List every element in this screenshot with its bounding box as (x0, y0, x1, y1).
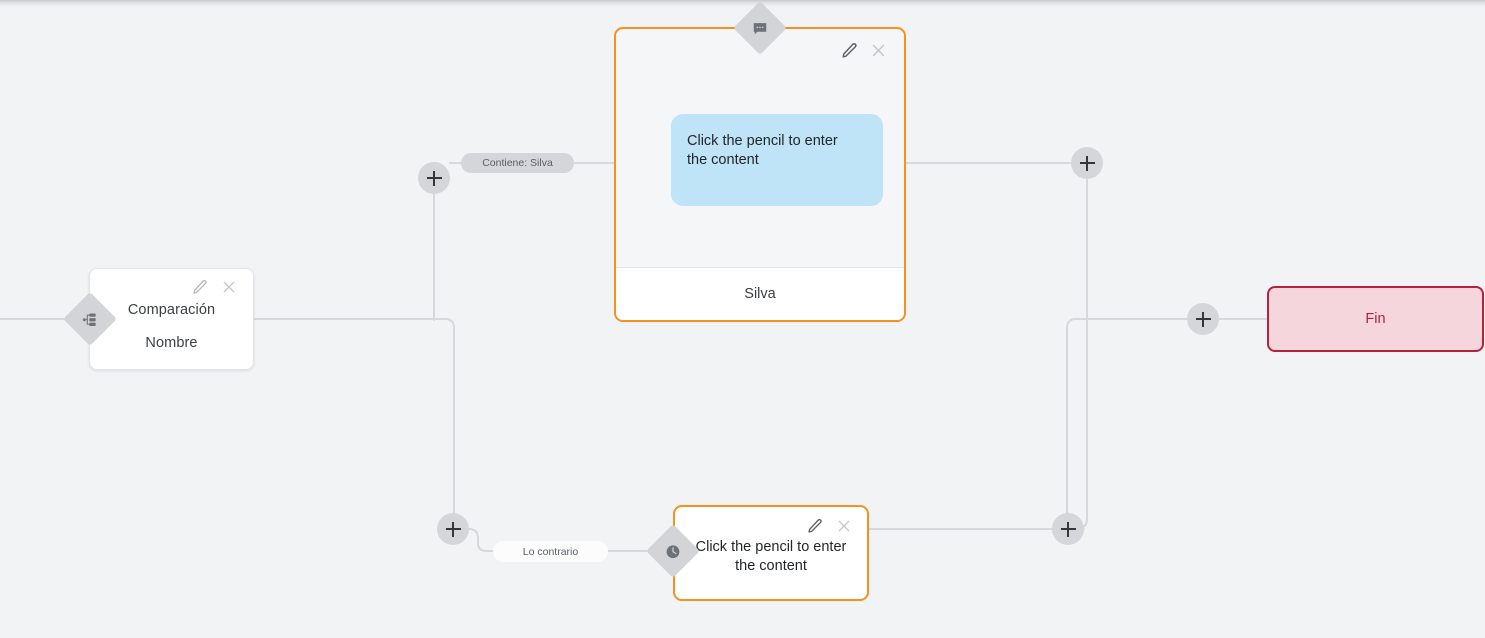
comparison-node-body: Comparación Nombre (90, 269, 253, 369)
add-node-button-after-wait[interactable] (1052, 513, 1084, 545)
chat-bubble-icon (752, 20, 769, 37)
message-node-tools (841, 42, 886, 58)
comparison-node-title: Comparación (127, 301, 216, 318)
message-node-footer: Silva (616, 267, 904, 320)
pencil-icon[interactable] (807, 518, 823, 534)
wire-compare-to-false (253, 318, 455, 521)
close-icon[interactable] (836, 518, 852, 534)
end-node[interactable]: Fin (1267, 286, 1484, 352)
message-badge[interactable] (733, 1, 787, 55)
edge-label-condition-false: Lo contrario (493, 541, 608, 562)
edge-label-condition-true: Contiene: Silva (461, 153, 574, 173)
branch-badge[interactable] (63, 292, 117, 346)
wire-merge-to-end (1066, 318, 1188, 530)
end-node-label: Fin (1365, 311, 1386, 327)
edge-label-condition-true-text: Contiene: Silva (482, 157, 553, 169)
wait-badge[interactable] (646, 524, 700, 578)
message-bubble: Click the pencil to enter the content (671, 114, 883, 206)
add-node-button-after-message[interactable] (1071, 147, 1103, 179)
comparison-node[interactable]: Comparación Nombre (89, 268, 254, 370)
message-bubble-text: Click the pencil to enter the content (687, 133, 838, 168)
close-icon[interactable] (221, 279, 237, 295)
add-node-button-branch-true[interactable] (418, 162, 450, 194)
clock-icon (665, 543, 682, 560)
pencil-icon[interactable] (841, 42, 857, 58)
wait-node-text: Click the pencil to enter the content (695, 539, 847, 574)
wire-message-down (1077, 178, 1088, 529)
comparison-node-subtitle: Nombre (145, 334, 198, 351)
message-node-footer-label: Silva (744, 286, 776, 302)
comparison-node-tools (192, 279, 237, 295)
wait-node[interactable]: Click the pencil to enter the content (673, 505, 869, 601)
message-node-top: Click the pencil to enter the content (616, 29, 904, 267)
add-node-button-branch-false[interactable] (437, 513, 469, 545)
wire-false-to-pill (468, 528, 611, 552)
wait-node-tools (807, 518, 852, 534)
message-node[interactable]: Click the pencil to enter the content Si… (614, 27, 906, 322)
add-node-button-before-end[interactable] (1187, 303, 1219, 335)
close-icon[interactable] (870, 42, 886, 58)
edge-label-condition-false-text: Lo contrario (522, 545, 579, 558)
pencil-icon[interactable] (192, 279, 208, 295)
window-top-chrome (0, 0, 1485, 7)
branch-icon (82, 311, 99, 328)
